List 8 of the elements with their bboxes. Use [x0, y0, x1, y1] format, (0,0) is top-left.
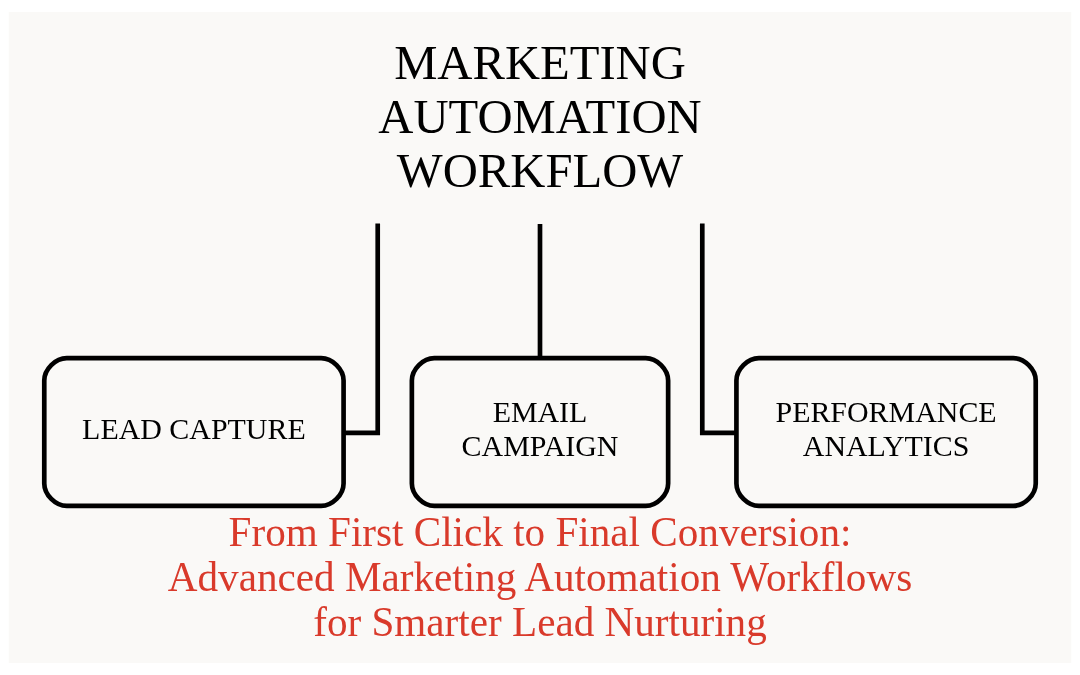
connector — [537, 223, 543, 359]
node-box: EMAIL CAMPAIGN — [409, 355, 671, 509]
connector — [344, 223, 381, 436]
node-box: LEAD CAPTURE — [41, 355, 346, 509]
caption: From First Click to Final Conversion: Advanced Marketing Automation Workflows for Smarter Lead Nurturing — [167, 509, 913, 646]
connector — [699, 223, 736, 436]
node-box: PERFORMANCE ANALYTICS — [734, 355, 1039, 509]
node-text: MARKETING AUTOMATION WORKFLOW — [378, 35, 702, 199]
